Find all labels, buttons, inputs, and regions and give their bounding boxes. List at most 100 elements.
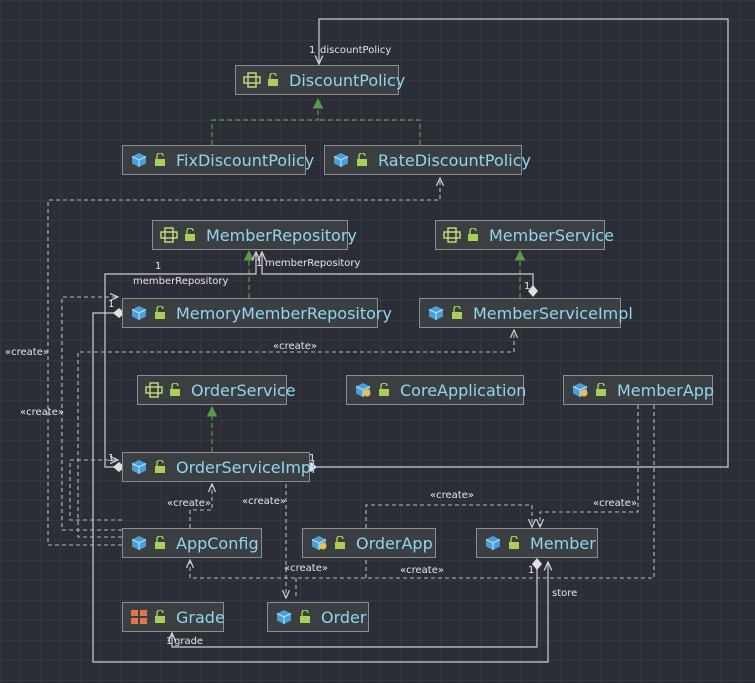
interface-icon bbox=[160, 227, 178, 243]
node-label: Member bbox=[530, 533, 596, 553]
create-order-app-member bbox=[365, 504, 532, 528]
mult-label: 1 bbox=[309, 453, 316, 464]
unlocked-icon bbox=[154, 153, 166, 167]
class-icon bbox=[484, 535, 502, 551]
node-rate-discount-policy[interactable]: RateDiscountPolicy bbox=[324, 145, 531, 175]
node-order-app[interactable]: OrderApp bbox=[302, 528, 436, 558]
assoc-memory-repo-store bbox=[92, 312, 548, 663]
main-class-icon bbox=[310, 535, 328, 551]
create-appconfig-msi bbox=[77, 330, 514, 538]
unlocked-icon bbox=[299, 610, 311, 624]
assoc-osi-member-repo bbox=[104, 252, 256, 468]
unlocked-icon bbox=[169, 383, 181, 397]
diamond-member bbox=[532, 558, 542, 570]
node-label: MemberServiceImpl bbox=[473, 303, 633, 323]
mult-label: 1 bbox=[108, 453, 115, 464]
role-label: grade bbox=[174, 636, 204, 647]
node-label: RateDiscountPolicy bbox=[378, 150, 531, 170]
create-label: «create» bbox=[430, 490, 474, 501]
role-label: store bbox=[552, 588, 578, 599]
node-order-service[interactable]: OrderService bbox=[137, 375, 296, 405]
node-label: OrderApp bbox=[356, 533, 433, 553]
create-label: «create» bbox=[284, 563, 328, 574]
unlocked-icon bbox=[451, 306, 463, 320]
interface-icon bbox=[243, 72, 261, 88]
create-label: «create» bbox=[5, 347, 49, 358]
mult-label: 1 bbox=[166, 636, 173, 647]
unlocked-icon bbox=[378, 383, 390, 397]
node-order[interactable]: Order bbox=[267, 602, 369, 632]
unlocked-icon bbox=[267, 73, 279, 87]
diamond-msi bbox=[528, 285, 538, 297]
create-label: «create» bbox=[593, 498, 637, 509]
assoc-msi-member-repo bbox=[262, 252, 534, 291]
unlocked-icon bbox=[154, 306, 166, 320]
realization-fix-discount bbox=[211, 97, 324, 145]
unlocked-icon bbox=[467, 228, 479, 242]
role-label: memberRepository bbox=[133, 276, 229, 287]
node-grade[interactable]: Grade bbox=[122, 602, 225, 632]
create-appconfig-osi bbox=[69, 460, 122, 521]
create-appconfig-rate bbox=[47, 178, 440, 546]
node-discount-policy[interactable]: DiscountPolicy bbox=[235, 65, 405, 95]
mult-label: 1 bbox=[528, 565, 535, 576]
unlocked-icon bbox=[356, 153, 368, 167]
role-label: discountPolicy bbox=[320, 45, 392, 56]
class-icon bbox=[332, 152, 350, 168]
node-label: Order bbox=[321, 607, 367, 627]
node-fix-discount-policy[interactable]: FixDiscountPolicy bbox=[122, 145, 314, 175]
class-icon bbox=[427, 305, 445, 321]
node-label: MemberApp bbox=[617, 380, 715, 400]
unlocked-icon bbox=[184, 228, 196, 242]
node-label: DiscountPolicy bbox=[289, 70, 406, 90]
create-member-app-member bbox=[540, 405, 639, 527]
unlocked-icon bbox=[595, 383, 607, 397]
create-label: «create» bbox=[242, 496, 286, 507]
node-label: CoreApplication bbox=[400, 380, 527, 400]
class-icon bbox=[130, 459, 148, 475]
class-icon bbox=[130, 152, 148, 168]
node-member-service-impl[interactable]: MemberServiceImpl bbox=[419, 298, 633, 328]
create-label: «create» bbox=[273, 341, 317, 352]
realization-rate-discount bbox=[318, 119, 421, 145]
node-app-config[interactable]: AppConfig bbox=[122, 528, 262, 558]
unlocked-icon bbox=[334, 536, 346, 550]
role-label: memberRepository bbox=[265, 258, 361, 269]
assoc-discount-policy bbox=[310, 18, 729, 468]
enum-icon bbox=[130, 609, 148, 625]
node-label: Grade bbox=[176, 607, 225, 627]
create-appconfig-osi-up bbox=[189, 484, 212, 528]
node-label: MemoryMemberRepository bbox=[176, 303, 392, 323]
node-label: OrderServiceImpl bbox=[176, 457, 316, 477]
node-label: FixDiscountPolicy bbox=[176, 150, 315, 170]
node-member-repository[interactable]: MemberRepository bbox=[152, 220, 357, 250]
mult-label: 1 bbox=[309, 45, 316, 56]
class-icon bbox=[130, 535, 148, 551]
node-core-application[interactable]: CoreApplication bbox=[346, 375, 527, 405]
create-label: «create» bbox=[20, 407, 64, 418]
create-member-app-appconfig bbox=[190, 405, 655, 579]
main-class-icon bbox=[571, 382, 589, 398]
create-label: «create» bbox=[167, 498, 211, 509]
unlocked-icon bbox=[154, 610, 166, 624]
unlocked-icon bbox=[508, 536, 520, 550]
node-label: MemberService bbox=[489, 225, 614, 245]
mult-label: 1 bbox=[108, 299, 115, 310]
node-member-app[interactable]: MemberApp bbox=[563, 375, 715, 405]
mult-label: 1 bbox=[524, 281, 531, 292]
interface-icon bbox=[443, 227, 461, 243]
node-member[interactable]: Member bbox=[476, 528, 598, 558]
main-class-icon bbox=[354, 382, 372, 398]
assoc-member-grade bbox=[172, 565, 538, 648]
mult-label: 1 bbox=[155, 261, 162, 272]
class-icon bbox=[275, 609, 293, 625]
node-order-service-impl[interactable]: OrderServiceImpl bbox=[122, 452, 316, 482]
node-memory-member-repository[interactable]: MemoryMemberRepository bbox=[122, 298, 392, 328]
unlocked-icon bbox=[154, 536, 166, 550]
interface-icon bbox=[145, 382, 163, 398]
node-label: MemberRepository bbox=[206, 225, 357, 245]
node-label: AppConfig bbox=[176, 533, 259, 553]
node-member-service[interactable]: MemberService bbox=[435, 220, 614, 250]
